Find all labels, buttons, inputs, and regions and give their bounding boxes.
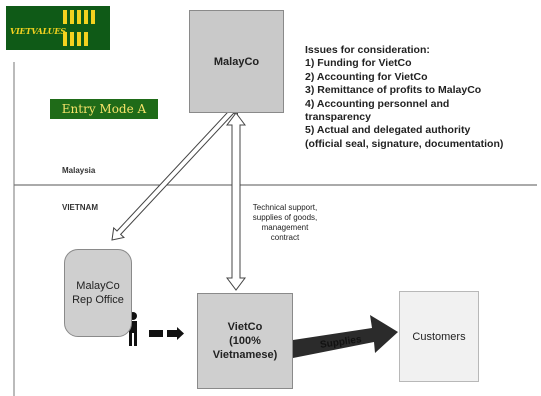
logo-text: VIETVALUES <box>10 26 66 36</box>
issue-item: 3) Remittance of profits to MalayCo <box>305 84 482 97</box>
issue-item: 5) Actual and delegated authority <box>305 124 471 137</box>
rep-office-label-line-1: MalayCo <box>76 280 120 292</box>
vietco-label-line-2: (100% <box>229 335 261 347</box>
connector-note-line: management <box>261 223 309 232</box>
customers-label: Customers <box>412 330 466 343</box>
rep-office-box: MalayCo Rep Office <box>64 249 132 337</box>
supplies-arrow <box>293 315 398 358</box>
handshake-arrow-icon <box>149 327 184 340</box>
region-label-vietnam: VIETNAM <box>62 203 98 212</box>
connector-note: Technical support, supplies of goods, ma… <box>238 203 332 243</box>
issue-item: 1) Funding for VietCo <box>305 57 412 70</box>
connector-note-line: supplies of goods, <box>252 213 318 222</box>
vietvalues-logo: VIETVALUES <box>6 6 110 50</box>
issue-item: (official seal, signature, documentation… <box>305 137 504 150</box>
connector-note-line: contract <box>270 233 300 242</box>
issue-item: 2) Accounting for VietCo <box>305 70 428 83</box>
malayco-vietco-arrow <box>226 112 246 291</box>
entry-mode-label: Entry Mode A <box>50 99 158 119</box>
vietco-box: VietCo (100% Vietnamese) <box>197 293 293 389</box>
issues-title: Issues for consideration: <box>305 44 430 56</box>
malayco-box: MalayCo <box>189 10 284 113</box>
issue-item: transparency <box>305 111 371 124</box>
vietco-label-line-3: Vietnamese) <box>212 349 278 361</box>
region-label-malaysia: Malaysia <box>62 166 96 175</box>
vietco-label-line-1: VietCo <box>227 321 263 333</box>
repoffice-malayco-arrow <box>111 103 240 241</box>
issue-item: 4) Accounting personnel and <box>305 97 450 110</box>
issues-list: Issues for consideration: 1) Funding for… <box>305 44 503 151</box>
customers-box: Customers <box>399 291 479 382</box>
connector-note-line: Technical support, <box>252 203 318 212</box>
rep-office-label-line-2: Rep Office <box>72 294 124 306</box>
malayco-label: MalayCo <box>213 55 260 68</box>
